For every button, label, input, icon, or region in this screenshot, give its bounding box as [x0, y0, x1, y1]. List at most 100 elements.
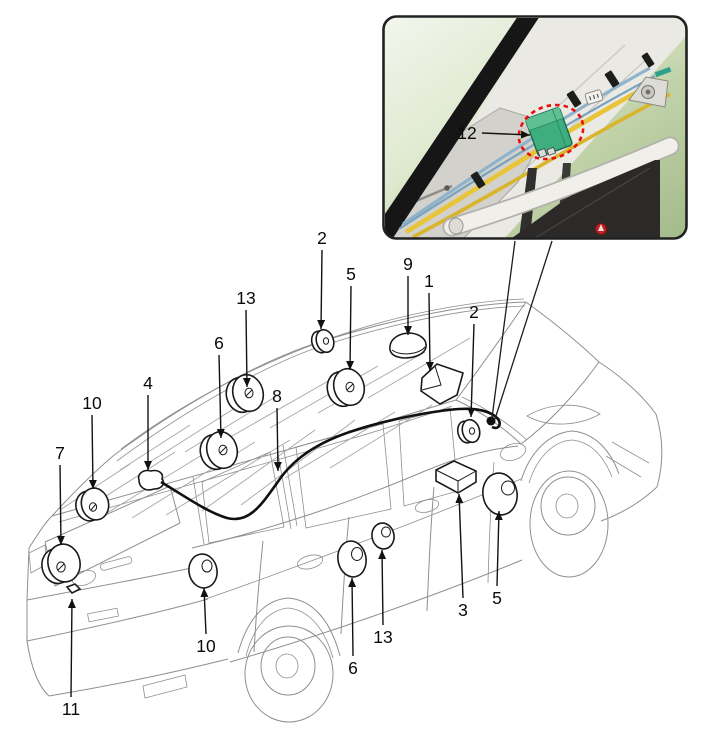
callout-6: 6 [214, 333, 225, 439]
highlight-circle [517, 103, 585, 161]
curtain-airbag [442, 136, 680, 237]
tweeter-speaker-front [456, 418, 481, 444]
callout-arrow [425, 292, 434, 372]
side-mirror [499, 442, 527, 462]
callout-arrow [348, 577, 357, 657]
callout-arrow [467, 323, 476, 418]
callout-number: 1 [424, 271, 434, 291]
callout-11: 11 [62, 598, 80, 719]
b-pillar [276, 444, 298, 530]
bumper-bottom [48, 658, 229, 697]
roof-speaker-5 [326, 367, 366, 408]
roof-near-rail-inner [58, 405, 453, 523]
callout-number: 5 [492, 588, 502, 608]
wiring-harness [398, 52, 671, 238]
front-bumper [600, 486, 658, 522]
hood-line [598, 361, 657, 415]
windshield-edge-trim [385, 18, 540, 238]
rocker-line [229, 559, 523, 663]
callout-arrow [455, 493, 464, 599]
callout-number: 6 [214, 333, 224, 353]
callout-arrow [346, 285, 355, 371]
car-wireframe [26, 298, 663, 723]
rear-tire [244, 625, 334, 723]
inset-leader-line [491, 240, 516, 419]
callout-2: 2 [317, 228, 327, 330]
callout-number: 13 [373, 627, 392, 647]
callout-3: 3 [455, 493, 468, 620]
yellow-wire-2 [412, 92, 671, 238]
headlight [526, 404, 601, 425]
callout-number: 6 [348, 658, 358, 678]
bumper-top [26, 566, 197, 601]
callout-number: 9 [403, 254, 413, 274]
callout-number: 10 [82, 393, 102, 413]
pillar-bracket [628, 66, 672, 108]
door-panel [512, 160, 660, 238]
callout-2: 2 [467, 302, 479, 418]
components [41, 328, 518, 594]
tailgate-garnish [100, 556, 133, 571]
tweeter-speaker-rear [310, 328, 335, 354]
a-pillar-far [525, 301, 600, 363]
front-rim [540, 476, 596, 536]
callout-12: 12 [457, 123, 531, 143]
rear-hub [275, 653, 299, 679]
rear-wheel-arch [237, 597, 341, 657]
front-wheel-arch [520, 430, 620, 482]
spoiler-edge [28, 515, 53, 549]
quarter-speaker-10 [188, 553, 218, 589]
sill-bolt-2 [444, 185, 450, 191]
location-dot [486, 416, 496, 426]
front-face [655, 413, 663, 488]
callout-5: 5 [492, 510, 503, 608]
brand-logo [71, 569, 97, 587]
callout-arrow [200, 587, 209, 635]
tailgate-speaker-7 [41, 543, 81, 585]
callout-arrow [317, 249, 326, 330]
roof-rear-edge [51, 455, 114, 517]
head-unit [420, 363, 464, 405]
callout-number: 3 [458, 600, 468, 620]
front-tire [529, 470, 609, 578]
blue-wire-2 [398, 75, 656, 230]
body-crease [202, 478, 522, 601]
callout-number: 10 [196, 636, 216, 656]
callout-arrow [56, 464, 65, 546]
roof-near-rail [51, 399, 457, 517]
callout-number: 2 [469, 302, 479, 322]
small-unit-11 [65, 583, 82, 594]
callout-number: 8 [272, 386, 282, 406]
cowl-line [520, 361, 600, 445]
callout-arrow [273, 407, 282, 472]
door-cut-front [426, 486, 435, 612]
harness-tape-bands [470, 52, 655, 189]
exhaust-diffuser [142, 674, 188, 699]
callout-arrow [494, 510, 503, 587]
callout-arrow [242, 309, 251, 388]
quarter-window [201, 451, 285, 544]
door-cut-rear [253, 540, 264, 653]
inset-leaders [486, 240, 553, 426]
bumper-mid [26, 598, 209, 642]
rear-wheel-arch-inner [245, 607, 334, 659]
beltline [191, 445, 519, 549]
roof-speaker-6 [199, 430, 239, 471]
callout-arrow [378, 549, 387, 626]
callout-number: 13 [236, 288, 255, 308]
windshield-header [455, 301, 527, 401]
callout-10: 10 [82, 393, 102, 490]
overhead-microphone [389, 332, 427, 359]
callout-arrow [67, 598, 76, 698]
grille-line-1 [611, 441, 650, 464]
callout-4: 4 [143, 373, 153, 470]
door-tweeter-13 [371, 522, 395, 550]
d-pillar [192, 476, 205, 545]
callout-number: 5 [346, 264, 356, 284]
callout-9: 9 [403, 254, 413, 335]
front-wheel-arch-inner [528, 439, 613, 484]
callout-number: 7 [55, 443, 65, 463]
grille-line-2 [605, 455, 642, 478]
